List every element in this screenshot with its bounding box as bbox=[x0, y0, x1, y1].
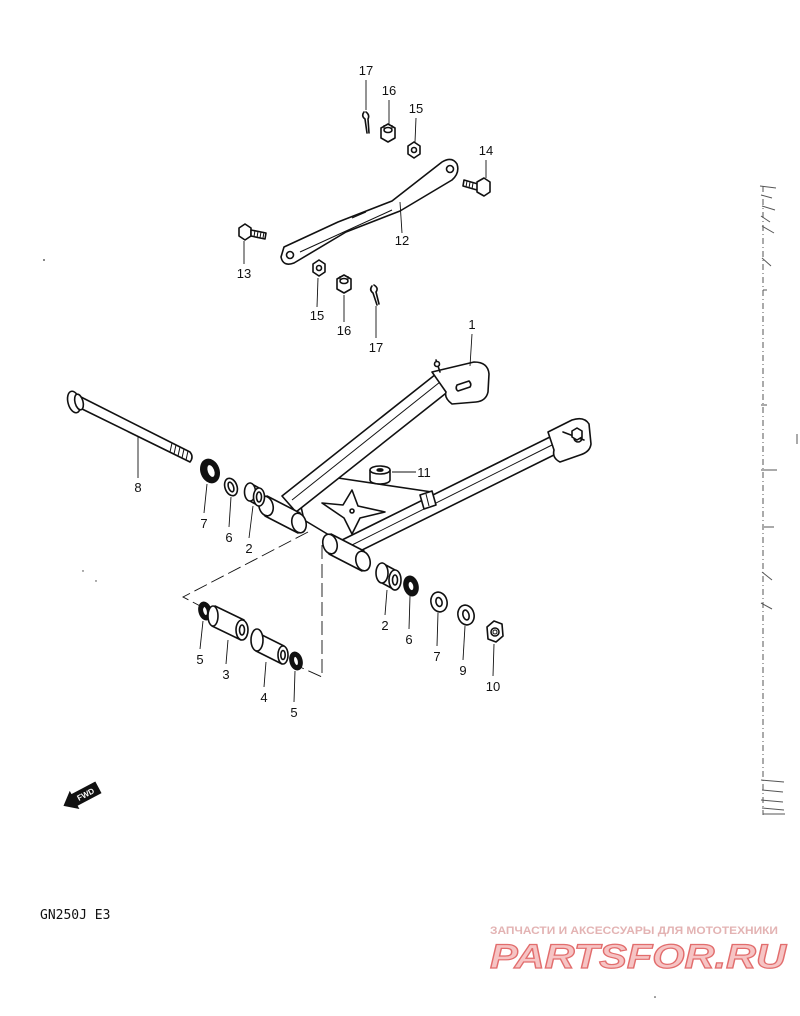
bumper-part-11 bbox=[369, 465, 391, 485]
cotter-pin-part-17-upper bbox=[361, 111, 370, 134]
seal-part-7-left bbox=[199, 458, 221, 484]
callout-14: 14 bbox=[479, 143, 493, 158]
callout-2-right: 2 bbox=[381, 618, 388, 633]
nut-part-15-upper bbox=[407, 141, 421, 159]
washer-part-7-right bbox=[430, 591, 448, 613]
fwd-arrow-icon: FWD bbox=[63, 781, 102, 810]
washer-part-9 bbox=[457, 604, 475, 626]
seal-part-6-right bbox=[403, 575, 419, 597]
nut-part-15-lower bbox=[312, 259, 326, 277]
watermark-tagline: ЗАПЧАСТИ И АКСЕССУАРЫ ДЛЯ МОТОТЕХНИКИ bbox=[490, 925, 778, 937]
swingarm-part-1 bbox=[257, 359, 592, 572]
callout-15-upper: 15 bbox=[409, 101, 423, 116]
callout-11: 11 bbox=[417, 465, 431, 480]
leader-lines bbox=[137, 80, 495, 703]
pivot-axle-bolt-part-8 bbox=[66, 390, 193, 463]
callout-16-upper: 16 bbox=[382, 83, 396, 98]
callout-1: 1 bbox=[468, 317, 475, 332]
bolt-part-13 bbox=[238, 223, 267, 241]
bolt-part-14 bbox=[462, 177, 491, 197]
bushing-part-2-right bbox=[375, 562, 402, 591]
castle-nut-part-16-upper bbox=[380, 123, 396, 143]
watermark: ЗАПЧАСТИ И АКСЕССУАРЫ ДЛЯ МОТОТЕХНИКИ PA… bbox=[489, 925, 788, 977]
callout-17-upper: 17 bbox=[359, 63, 373, 78]
callout-7-right: 7 bbox=[433, 649, 440, 664]
callout-8: 8 bbox=[134, 480, 141, 495]
callout-6-right: 6 bbox=[405, 632, 412, 647]
callout-7-left: 7 bbox=[200, 516, 207, 531]
model-code: GN250J E3 bbox=[40, 908, 110, 923]
washer-part-6-left bbox=[223, 477, 239, 497]
assembly-lines bbox=[182, 531, 323, 678]
callout-3: 3 bbox=[222, 667, 229, 682]
callout-13: 13 bbox=[237, 266, 251, 281]
nut-part-10 bbox=[486, 620, 504, 643]
callout-4: 4 bbox=[260, 690, 267, 705]
watermark-logo: PARTSFOR.RU bbox=[490, 938, 788, 976]
callout-labels: 17 16 15 14 12 13 15 16 17 1 8 11 7 6 2 … bbox=[134, 63, 500, 720]
scan-edge-artifact bbox=[43, 185, 798, 998]
callout-9: 9 bbox=[459, 663, 466, 678]
callout-10: 10 bbox=[486, 679, 500, 694]
callout-16-lower: 16 bbox=[337, 323, 351, 338]
castle-nut-part-16-lower bbox=[336, 274, 352, 294]
cotter-pin-part-17-lower bbox=[369, 284, 380, 306]
callout-5-left: 5 bbox=[196, 652, 203, 667]
bushing-part-2-left bbox=[243, 482, 266, 507]
callout-12: 12 bbox=[395, 233, 409, 248]
callout-2-left: 2 bbox=[245, 541, 252, 556]
torque-link-part-12 bbox=[280, 158, 459, 265]
callout-15-lower: 15 bbox=[310, 308, 324, 323]
callout-17-lower: 17 bbox=[369, 340, 383, 355]
callout-6-left: 6 bbox=[225, 530, 232, 545]
sleeve-part-4 bbox=[250, 628, 289, 665]
seal-part-5-right bbox=[289, 651, 303, 671]
callout-5-right: 5 bbox=[290, 705, 297, 720]
sleeve-part-3 bbox=[207, 605, 249, 641]
